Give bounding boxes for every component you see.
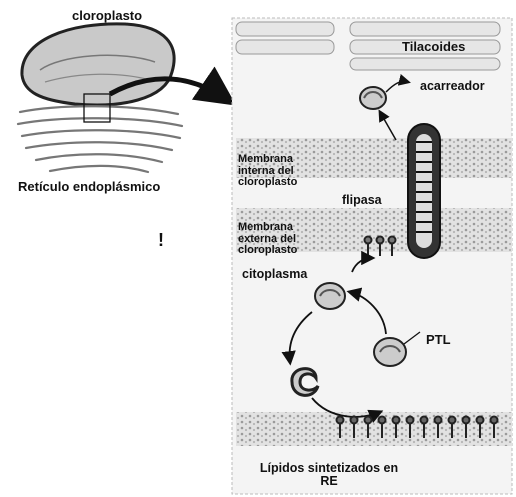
label-flippase: flipasa	[342, 194, 382, 207]
chloroplast-sketch	[22, 24, 174, 105]
carrier-protein	[360, 87, 386, 109]
label-carrier: acarreador	[420, 80, 485, 93]
label-ptl: PTL	[426, 333, 451, 347]
transport-complex	[408, 124, 440, 258]
label-outer-membrane: Membrana externa del cloroplasto	[238, 222, 330, 257]
label-er: Retículo endoplásmico	[18, 180, 160, 194]
ptl-protein-top	[315, 283, 345, 309]
label-chloroplast: cloroplasto	[72, 9, 142, 23]
label-er-lipids: Lípidos sintetizados en RE	[254, 462, 404, 488]
thylakoid-stack-left	[236, 22, 334, 36]
label-inner-membrane: Membrana interna del cloroplasto	[238, 154, 330, 189]
label-thylakoids: Tilacoides	[402, 40, 465, 54]
ptl-protein-right	[374, 338, 406, 366]
stray-mark: !	[158, 230, 164, 250]
label-cytoplasm: citoplasma	[242, 268, 307, 281]
er-sketch	[18, 106, 182, 172]
er-membrane-band	[236, 412, 512, 446]
thylakoid-stack-right	[350, 22, 500, 36]
